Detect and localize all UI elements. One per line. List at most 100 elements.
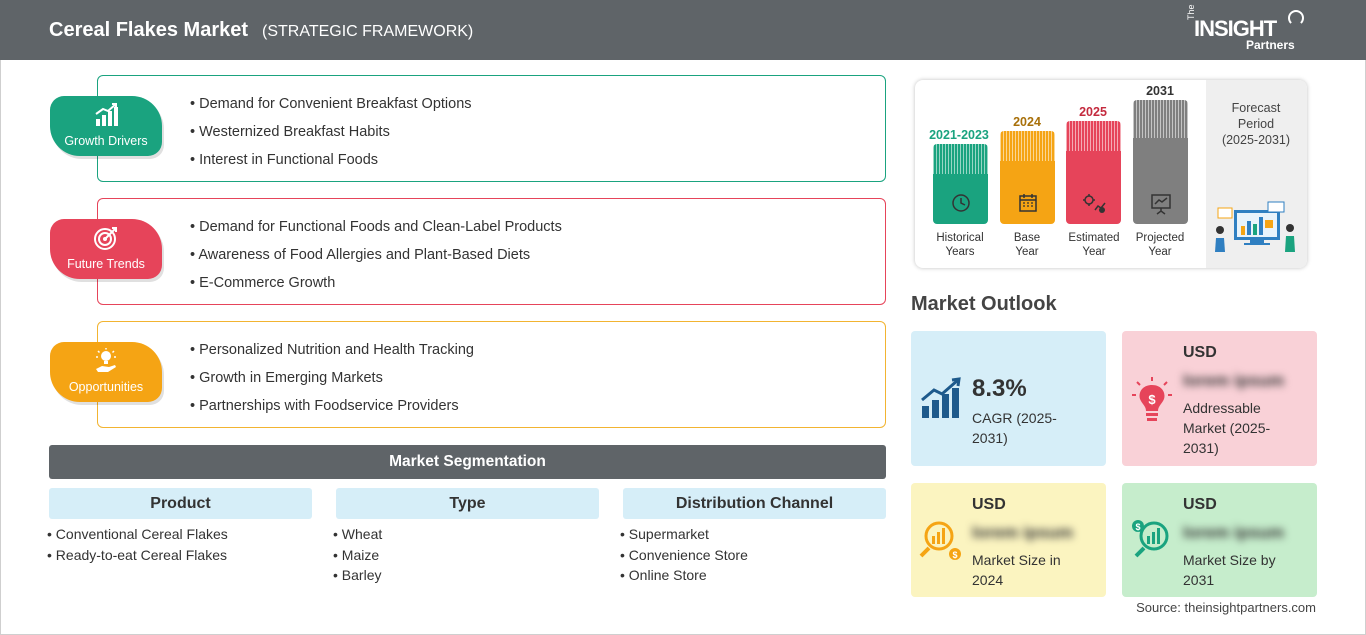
label-projected-line1: Projected xyxy=(1135,232,1185,244)
size-2031-value: lorem ipsum xyxy=(1183,523,1285,542)
list-item: Maize xyxy=(333,546,382,567)
growth-drivers-list: Demand for Convenient Breakfast Options … xyxy=(190,94,472,178)
future-trends-list: Demand for Functional Foods and Clean-La… xyxy=(190,217,562,301)
growth-drivers-badge: Growth Drivers xyxy=(50,96,162,156)
list-item: Conventional Cereal Flakes xyxy=(47,525,228,546)
bar-stripes xyxy=(1133,100,1188,138)
growth-drivers-panel: Demand for Convenient Breakfast Options … xyxy=(97,75,886,182)
label-projected-line2: Year xyxy=(1148,246,1172,258)
list-item: Barley xyxy=(333,566,382,587)
segment-product-list: Conventional Cereal Flakes Ready-to-eat … xyxy=(47,525,228,566)
addressable-label: Addressable Market (2025-2031) xyxy=(1183,400,1271,456)
list-item: Partnerships with Foodservice Providers xyxy=(190,396,474,424)
addressable-currency: USD xyxy=(1183,344,1217,361)
list-item: Growth in Emerging Markets xyxy=(190,368,474,396)
logo-arc-icon xyxy=(1288,10,1304,26)
addressable-value: lorem ipsum xyxy=(1183,371,1285,390)
list-item: E-Commerce Growth xyxy=(190,273,562,301)
list-item: Ready-to-eat Cereal Flakes xyxy=(47,546,228,567)
size-2024-value: lorem ipsum xyxy=(972,523,1074,542)
list-item: Interest in Functional Foods xyxy=(190,150,472,178)
future-trends-label: Future Trends xyxy=(67,257,145,271)
market-outlook-title: Market Outlook xyxy=(911,293,1057,315)
size-2024-label: Market Size in 2024 xyxy=(972,552,1061,588)
forecast-line1: Forecast xyxy=(1231,101,1281,115)
market-size-2031-card: USD lorem ipsum Market Size by 2031 $ xyxy=(1122,483,1317,597)
cagr-label: CAGR (2025-2031) xyxy=(972,410,1057,446)
bar-chart-growth-icon xyxy=(95,103,118,126)
logo-insight-text: INSIGHT xyxy=(1194,16,1277,41)
cagr-value: 8.3% xyxy=(972,375,1027,402)
market-size-2024-card: USD lorem ipsum Market Size in 2024 $ xyxy=(911,483,1106,597)
label-base: Base Year xyxy=(992,231,1062,259)
year-estimated: 2025 xyxy=(1079,105,1107,119)
label-estimated-line1: Estimated xyxy=(1068,232,1120,244)
svg-text:$: $ xyxy=(952,550,957,560)
cagr-card: 8.3% CAGR (2025-2031) xyxy=(911,331,1106,466)
segment-type-heading: Type xyxy=(336,488,599,519)
source-note: Source: theinsightpartners.com xyxy=(1136,600,1316,615)
segment-product-heading: Product xyxy=(49,488,312,519)
logo-partners-text: Partners xyxy=(1246,38,1295,52)
page-subtitle: (STRATEGIC FRAMEWORK) xyxy=(262,23,474,40)
idea-money-icon: $ xyxy=(1132,377,1172,421)
presentation-icon xyxy=(1151,194,1171,215)
page-title: Cereal Flakes Market xyxy=(49,19,249,41)
segment-type-list: Wheat Maize Barley xyxy=(333,525,382,587)
list-item: Awareness of Food Allergies and Plant-Ba… xyxy=(190,245,562,273)
year-base: 2024 xyxy=(1013,115,1041,129)
future-trends-panel: Demand for Functional Foods and Clean-La… xyxy=(97,198,886,305)
settings-chart-icon xyxy=(1083,194,1106,213)
forecast-period-label: Forecast Period (2025-2031) xyxy=(1215,100,1297,148)
list-item: Demand for Convenient Breakfast Options xyxy=(190,94,471,122)
bar-stripes xyxy=(1000,131,1055,161)
base-year-bar xyxy=(1000,131,1055,224)
historical-bar xyxy=(933,144,988,224)
bar-stripes xyxy=(1066,121,1121,151)
opportunities-list: Personalized Nutrition and Health Tracki… xyxy=(190,340,474,424)
svg-text:$: $ xyxy=(1148,392,1156,407)
opportunities-label: Opportunities xyxy=(68,380,144,394)
label-estimated: Estimated Year xyxy=(1059,231,1129,259)
svg-text:$: $ xyxy=(1135,522,1140,532)
analytics-illustration-icon xyxy=(1215,201,1295,252)
addressable-market-card: USD lorem ipsum Addressable Market (2025… xyxy=(1122,331,1317,466)
history-icon xyxy=(952,194,970,212)
label-projected: Projected Year xyxy=(1125,231,1195,259)
future-trends-badge: Future Trends xyxy=(50,219,162,279)
label-estimated-line2: Year xyxy=(1082,246,1106,258)
growth-drivers-label: Growth Drivers xyxy=(64,134,148,148)
label-base-line1: Base xyxy=(1013,232,1041,244)
label-historical-line2: Years xyxy=(945,246,975,258)
label-base-line2: Year xyxy=(1015,246,1039,258)
label-historical: Historical Years xyxy=(925,231,995,259)
list-item: Wheat xyxy=(333,525,382,546)
projected-year-bar xyxy=(1133,100,1188,224)
calendar-icon xyxy=(1019,194,1037,212)
size-2024-currency: USD xyxy=(972,496,1006,513)
forecast-line2: Period xyxy=(1237,117,1275,131)
size-2031-label: Market Size by 2031 xyxy=(1183,552,1276,588)
page-header: Cereal Flakes Market (STRATEGIC FRAMEWOR… xyxy=(0,0,1366,60)
estimated-year-bar xyxy=(1066,121,1121,224)
list-item: Demand for Functional Foods and Clean-La… xyxy=(190,217,562,245)
label-historical-line1: Historical xyxy=(936,232,984,244)
segment-distribution-heading: Distribution Channel xyxy=(623,488,886,519)
magnifier-growth-icon: $ xyxy=(1132,520,1169,558)
size-2031-currency: USD xyxy=(1183,496,1217,513)
magnifier-chart-icon: $ xyxy=(919,521,961,560)
growth-chart-icon xyxy=(921,377,961,418)
segment-distribution-list: Supermarket Convenience Store Online Sto… xyxy=(620,525,748,587)
insight-partners-logo[interactable]: The INSIGHT Partners xyxy=(1186,4,1306,54)
list-item: Online Store xyxy=(620,566,748,587)
opportunities-panel: Personalized Nutrition and Health Tracki… xyxy=(97,321,886,428)
target-icon xyxy=(94,227,117,250)
list-item: Personalized Nutrition and Health Tracki… xyxy=(190,340,474,368)
list-item: Supermarket xyxy=(620,525,748,546)
opportunities-badge: Opportunities xyxy=(50,342,162,402)
year-projected: 2031 xyxy=(1146,84,1174,98)
market-segmentation-title: Market Segmentation xyxy=(49,445,886,479)
lightbulb-hand-icon xyxy=(96,348,116,372)
list-item: Westernized Breakfast Habits xyxy=(190,122,472,150)
bar-stripes xyxy=(933,144,988,174)
